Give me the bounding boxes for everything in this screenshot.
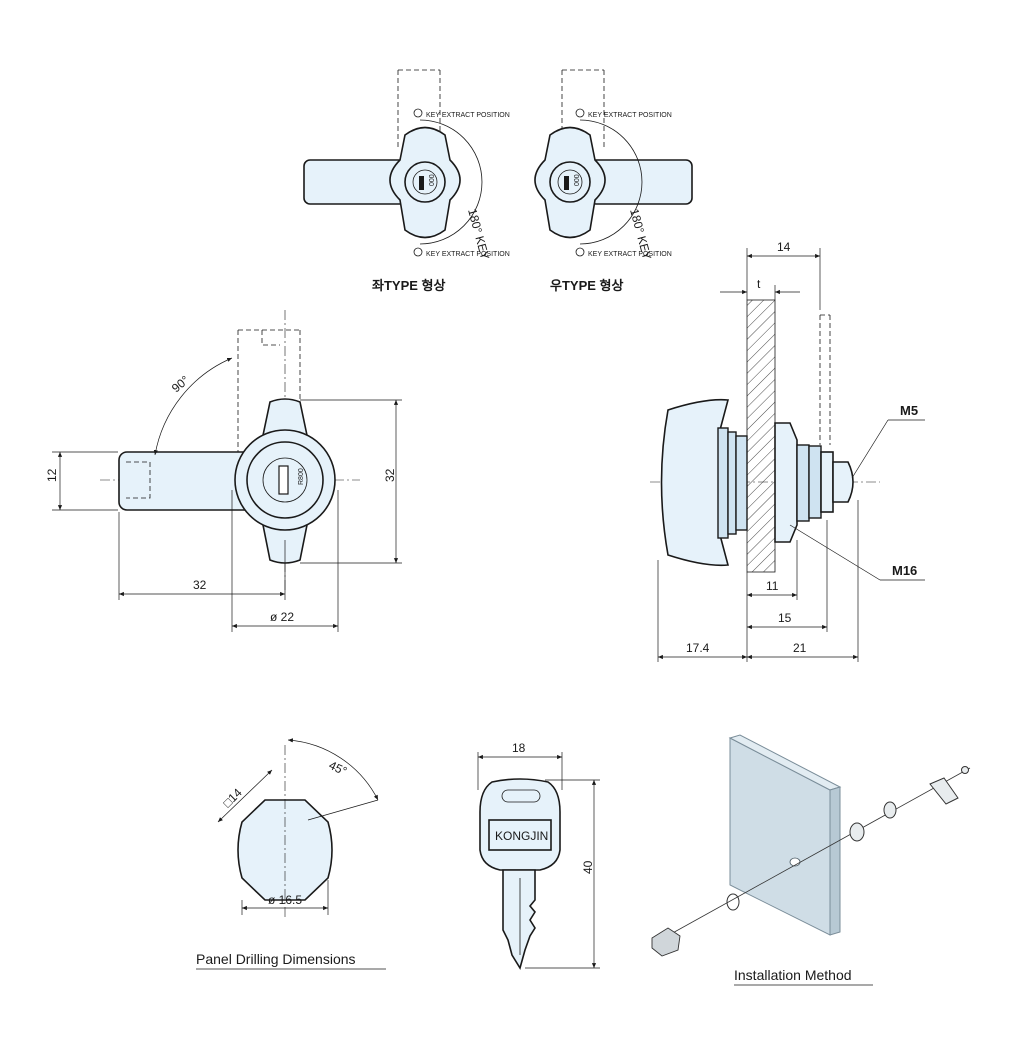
keyway-icon [419, 176, 424, 190]
cam-part [929, 777, 959, 805]
dim-21: 21 [793, 641, 807, 655]
washer [727, 431, 737, 535]
screw-part [961, 766, 969, 774]
washer-part [726, 893, 740, 911]
position-marker-icon [575, 108, 585, 118]
gasket [735, 435, 748, 531]
dim-17-4: 17.4 [686, 641, 710, 655]
dim-square-14: □14 [220, 785, 245, 810]
cylinder-face [549, 161, 591, 203]
mounting-panel [729, 737, 831, 936]
dim-14: 14 [777, 240, 791, 254]
key-brand: KONGJIN [495, 829, 548, 843]
angle-90: 90° [169, 373, 192, 396]
dim-body-height-32: 32 [383, 468, 397, 482]
lock-body-part [651, 927, 681, 957]
cylinder-face [404, 161, 446, 203]
assembly-axis [659, 767, 971, 941]
position-marker-icon [413, 247, 423, 257]
top-view-left-type: 000 KEY EXTRACT POSITION KEY EXTRACT POS… [303, 69, 510, 293]
left-type-label: 좌TYPE 형상 [372, 278, 445, 293]
dim-11: 11 [766, 579, 779, 593]
position-marker-icon [413, 108, 423, 118]
head-flange [717, 427, 729, 539]
keyway-icon [564, 176, 569, 190]
key-ring-slot [501, 789, 541, 803]
installation-view: Installation Method [651, 734, 971, 986]
key-extract-top-left: KEY EXTRACT POSITION [426, 112, 510, 119]
hex-nut-m16 [774, 422, 798, 543]
key-view: KONGJIN 18 40 [477, 741, 600, 970]
key-height-40: 40 [581, 860, 595, 874]
dim-t: t [757, 277, 761, 291]
extension-line [307, 799, 379, 821]
dim-diameter-16-5: ø 16.5 [268, 893, 302, 907]
right-type-label: 우TYPE 형상 [550, 278, 623, 293]
leader-line [851, 419, 889, 479]
screw-m5 [832, 461, 854, 503]
handle-rotated-detail [261, 330, 280, 346]
key-code-front: R800 [298, 468, 305, 485]
dim-length-32: 32 [193, 578, 207, 592]
keyway-icon [278, 465, 289, 495]
key-label-plate [488, 819, 552, 851]
installation-caption: Installation Method [734, 967, 852, 983]
dimension-line [217, 769, 273, 823]
rotation-arc-90 [153, 357, 233, 456]
panel-side [829, 786, 841, 936]
key-plug [412, 169, 438, 195]
position-marker-icon [575, 247, 585, 257]
rotation-arc [579, 119, 643, 245]
key-extract-bottom-left: KEY EXTRACT POSITION [426, 251, 510, 258]
key-blade [502, 869, 536, 970]
cam-plate [808, 445, 822, 519]
dim-15: 15 [778, 611, 792, 625]
handle-slot-detail [126, 461, 151, 499]
panel-section [746, 299, 776, 573]
spring-washer-part [883, 801, 897, 819]
angle-arc-45 [287, 738, 379, 801]
thread-m5: M5 [900, 403, 918, 418]
key-width-18: 18 [512, 741, 526, 755]
front-view: R800 90° 12 32 ø 22 32 [45, 310, 402, 632]
cam-outline [819, 314, 831, 445]
angle-45: 45° [327, 758, 350, 778]
top-view-right-type: 000 KEY EXTRACT POSITION KEY EXTRACT POS… [534, 69, 693, 293]
lock-head [660, 398, 730, 567]
shaft-body [796, 444, 810, 522]
key-plug [557, 169, 583, 195]
key-extract-bottom-right: KEY EXTRACT POSITION [588, 251, 672, 258]
spring-washer [820, 451, 834, 513]
key-plug [262, 457, 308, 503]
nut-part [849, 822, 865, 842]
key-code-left: 000 [429, 174, 436, 186]
key-extract-top-right: KEY EXTRACT POSITION [588, 112, 672, 119]
side-view: 14 t M5 M16 11 15 17.4 21 [650, 240, 925, 662]
rotation-arc [419, 119, 483, 245]
key-code-right: 000 [574, 174, 581, 186]
panel-drilling-caption: Panel Drilling Dimensions [196, 951, 356, 967]
panel-drilling-view: ø 16.5 □14 45° Panel Drilling Dimensions [196, 738, 386, 970]
dim-height-12: 12 [45, 468, 59, 482]
leader-line [789, 524, 881, 581]
thread-m16: M16 [892, 563, 917, 578]
dim-diameter-22: ø 22 [270, 610, 294, 624]
